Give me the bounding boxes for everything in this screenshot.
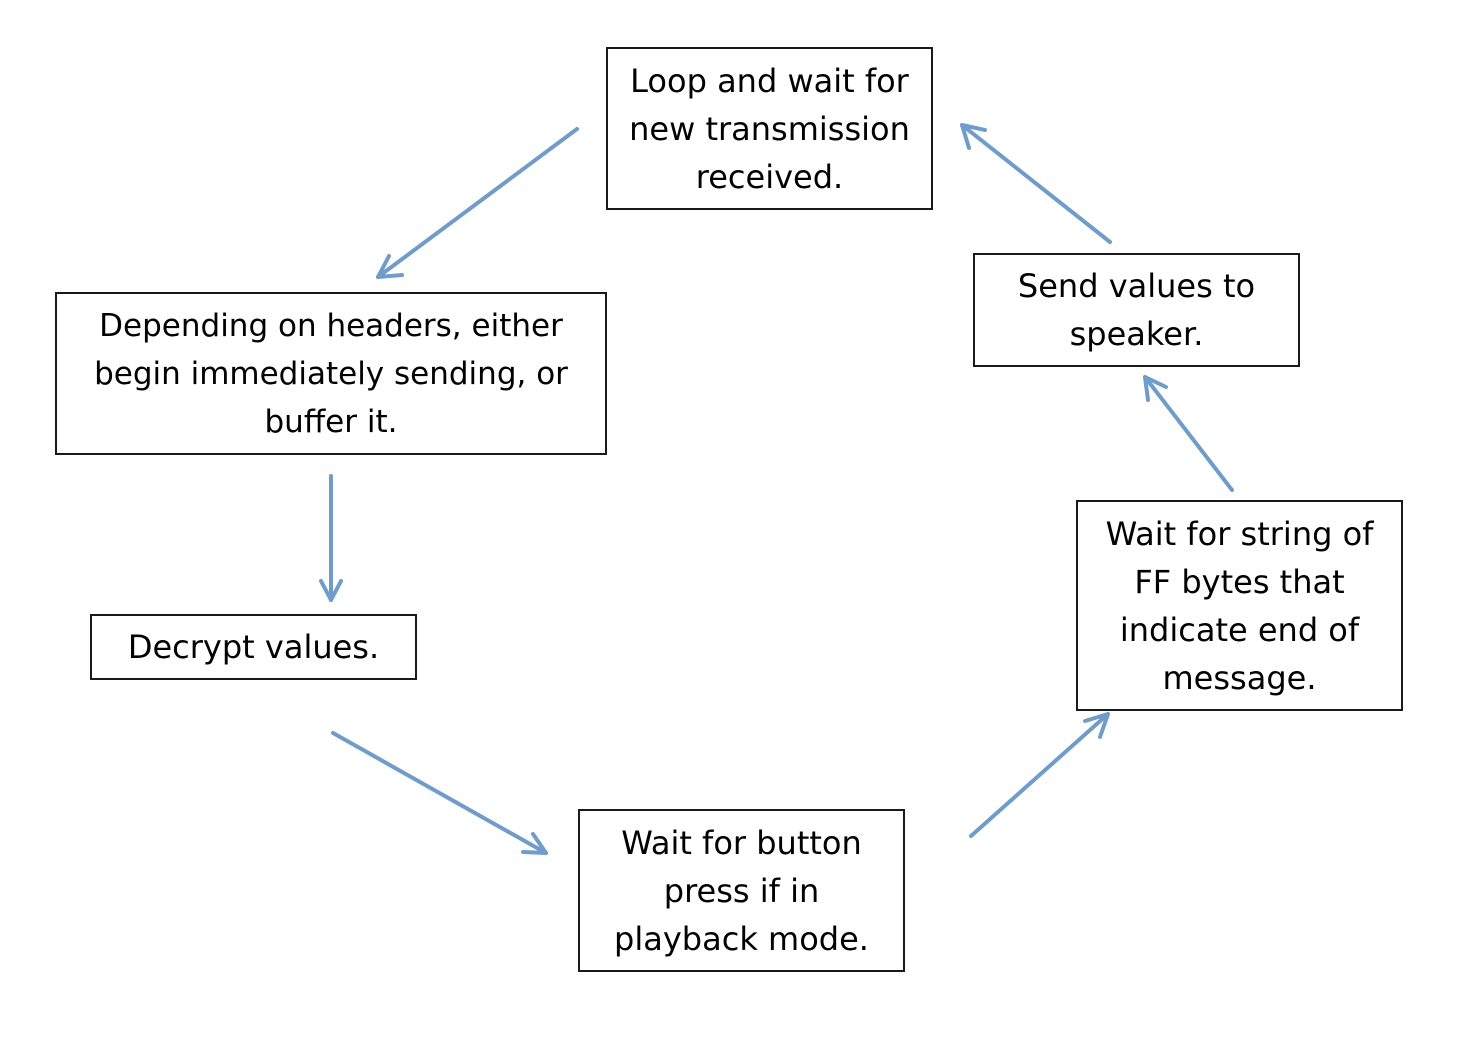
step-headers-box: Depending on headers, either begin immed… xyxy=(55,292,607,455)
arrow-headers-to-decrypt xyxy=(319,474,343,602)
arrow-loop-to-headers xyxy=(376,127,579,279)
step-loop-wait-box: Loop and wait for new transmission recei… xyxy=(606,47,933,210)
step-ff-bytes-box: Wait for string of FF bytes that indicat… xyxy=(1076,500,1403,711)
step-decrypt-box: Decrypt values. xyxy=(90,614,417,680)
arrow-ff-to-speaker xyxy=(1143,375,1234,492)
step-button-press-box: Wait for button press if in playback mod… xyxy=(578,809,905,972)
arrow-button-to-ff xyxy=(969,712,1110,838)
step-speaker-text: Send values to speaker. xyxy=(1017,267,1256,353)
arrow-decrypt-to-button xyxy=(331,731,548,855)
step-headers-text: Depending on headers, either begin immed… xyxy=(94,307,568,440)
arrow-speaker-to-loop xyxy=(960,123,1112,244)
step-ff-bytes-text: Wait for string of FF bytes that indicat… xyxy=(1105,514,1374,697)
step-button-press-text: Wait for button press if in playback mod… xyxy=(614,823,869,958)
step-loop-wait-text: Loop and wait for new transmission recei… xyxy=(629,61,910,196)
step-speaker-box: Send values to speaker. xyxy=(973,253,1300,367)
step-decrypt-text: Decrypt values. xyxy=(127,628,380,666)
